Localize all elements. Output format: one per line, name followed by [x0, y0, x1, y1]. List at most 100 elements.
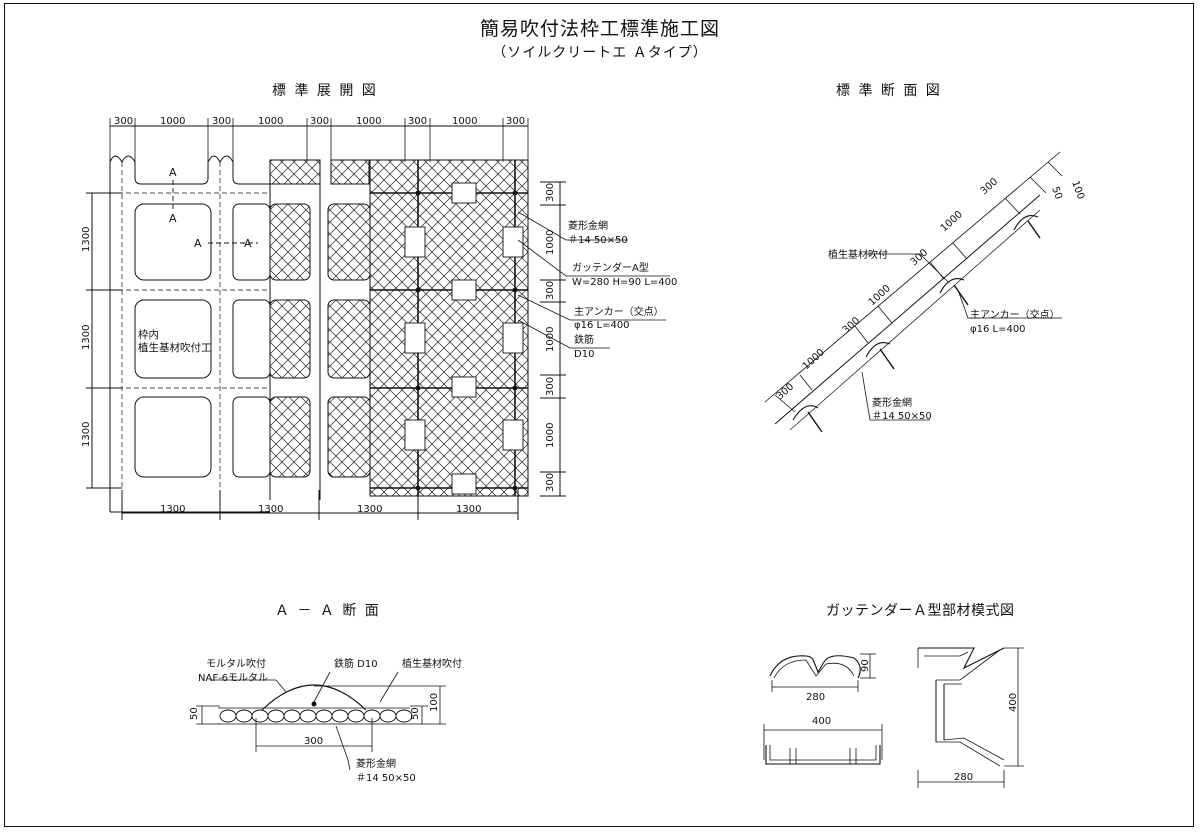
- dim-top-7: 300: [408, 116, 427, 127]
- dim-top-2: 1000: [160, 116, 185, 127]
- dim-top-1: 300: [114, 116, 133, 127]
- aa-section-view: [196, 671, 446, 771]
- section-letters: A A A A: [169, 166, 252, 250]
- anchors: [807, 220, 1041, 433]
- dim-right-6: 1000: [545, 423, 556, 448]
- callout-mesh-spec: ＃14 50×50: [568, 234, 628, 246]
- callout-rebar: 鉄筋: [574, 333, 594, 346]
- dim-top-3: 300: [212, 116, 231, 127]
- aa-veg: 植生基材吹付: [402, 657, 462, 670]
- frame-label-2: 植生基材吹付工: [138, 341, 212, 354]
- dim-top-5: 300: [310, 116, 329, 127]
- gutter-model-view: [763, 647, 1024, 788]
- leader-lines: [517, 211, 670, 349]
- dim-line-along: [764, 151, 1061, 403]
- cross-leaders: [861, 253, 1062, 421]
- drawing-frame: [4, 3, 1194, 827]
- callout-gutter: ガッテンダーA型: [572, 261, 649, 274]
- gutter-dim-w1: 280: [806, 692, 825, 703]
- aa-mortar-spec: NAF-6モルタル: [198, 672, 268, 684]
- cs-mesh-label: 菱形金網: [872, 396, 912, 409]
- dim-left-2: 1300: [81, 325, 92, 350]
- development-callouts: 菱形金網 ＃14 50×50 ガッテンダーA型 W=280 H=90 L=400…: [568, 219, 677, 360]
- dim-top-9: 300: [506, 116, 525, 127]
- aa-labels: モルタル吹付 NAF-6モルタル 鉄筋 D10 植生基材吹付 50 50 100…: [189, 657, 462, 784]
- cs-mesh-spec: ＃14 50×50: [872, 410, 932, 422]
- section-mark-aa: [172, 180, 258, 244]
- aa-dim-left: 50: [189, 707, 200, 720]
- callout-anchor: 主アンカー（交点）: [574, 305, 664, 318]
- aa-leaders: [210, 671, 399, 771]
- callout-mesh: 菱形金網: [568, 219, 608, 232]
- mesh-area: [269, 396, 311, 478]
- gutter-labels: 280 90 400 400 280: [806, 659, 1019, 783]
- top-dim-ticks: [109, 118, 529, 162]
- dim-right-1: 300: [545, 183, 556, 202]
- callout-gutter-spec: W=280 H=90 L=400: [572, 277, 677, 288]
- mesh-area: [327, 299, 371, 379]
- top-frame-edge: [109, 155, 270, 185]
- gutter-dim-h1: 90: [860, 659, 871, 672]
- section-title-aa: Ａ － Ａ 断 面: [275, 603, 381, 619]
- dim-left-3: 1300: [81, 422, 92, 447]
- mesh-area: [269, 299, 311, 379]
- aa-dim-width: 300: [304, 736, 323, 747]
- centre-lines: [110, 162, 270, 512]
- aa-dim-right-a: 50: [410, 707, 421, 720]
- dim-bottom-3: 1300: [357, 504, 382, 515]
- aa-rebar: 鉄筋 D10: [334, 657, 378, 670]
- mesh-area: [327, 396, 371, 478]
- mesh-area-full: [369, 159, 529, 497]
- mesh-area: [330, 159, 370, 185]
- mesh-area: [269, 203, 311, 281]
- section-letter: A: [244, 237, 252, 250]
- rebar-dot: [311, 701, 317, 707]
- aa-mesh: 菱形金網: [356, 757, 396, 770]
- dim-right-3: 300: [545, 281, 556, 300]
- aa-mortar: モルタル吹付: [206, 657, 266, 670]
- gutter-rebar: [765, 745, 881, 765]
- cs-dim-2: 1000: [801, 347, 827, 372]
- dim-bottom-4: 1300: [456, 504, 481, 515]
- aa-dim-right-b: 100: [429, 693, 440, 712]
- drawing-title: 簡易吹付法枠工標準施工図: [479, 18, 720, 40]
- gutter-profile: [769, 655, 861, 679]
- dim-top-6: 1000: [356, 116, 381, 127]
- cross-section-dims: 300 1000 300 1000 300 1000 300 100 50 植生…: [775, 176, 1086, 422]
- dim-right-4: 1000: [545, 327, 556, 352]
- development-view: [86, 118, 670, 520]
- mortar-dome: [261, 684, 367, 711]
- cs-veg-label: 植生基材吹付: [828, 248, 888, 261]
- cs-dim-6: 1000: [939, 209, 965, 234]
- mesh-area: [327, 203, 371, 281]
- callout-anchor-spec: φ16 L=400: [574, 320, 630, 331]
- callout-rebar-spec: D10: [574, 349, 594, 360]
- anchor-points: [415, 190, 518, 491]
- cs-anchor-label: 主アンカー（交点）: [970, 308, 1060, 321]
- frame-cell: [134, 396, 212, 478]
- section-letter: A: [169, 166, 177, 179]
- frame-cell: [232, 396, 271, 478]
- mesh-area: [269, 159, 321, 185]
- dim-bottom-2: 1300: [258, 504, 283, 515]
- dim-top-8: 1000: [452, 116, 477, 127]
- cross-section-view: [764, 151, 1063, 433]
- section-title-gutter-model: ガッテンダーＡ型部材模式図: [826, 603, 1015, 619]
- cs-dim-top-b: 50: [1049, 185, 1064, 201]
- frame-cell: [232, 299, 271, 379]
- dim-right-5: 300: [545, 377, 556, 396]
- aa-mesh-spec: ＃14 50×50: [356, 772, 416, 784]
- dim-left-1: 1300: [81, 227, 92, 252]
- section-title-development: 標 準 展 開 図: [272, 83, 378, 99]
- gutter-rects: [404, 182, 524, 495]
- frame-bumps: [789, 209, 1041, 431]
- cs-anchor-spec: φ16 L=400: [970, 324, 1026, 335]
- frame-cell: [134, 299, 212, 379]
- frame-label-1: 枠内: [138, 328, 159, 341]
- development-dim-labels: 300 1000 300 1000 300 1000 300 1000 300 …: [81, 116, 556, 515]
- gutter-dim-w2: 280: [954, 772, 973, 783]
- dim-top-4: 1000: [258, 116, 283, 127]
- gutter-dim-len: 400: [812, 716, 831, 727]
- cs-dim-top-a: 100: [1069, 179, 1086, 201]
- frame-labels: 枠内 植生基材吹付工: [138, 328, 212, 354]
